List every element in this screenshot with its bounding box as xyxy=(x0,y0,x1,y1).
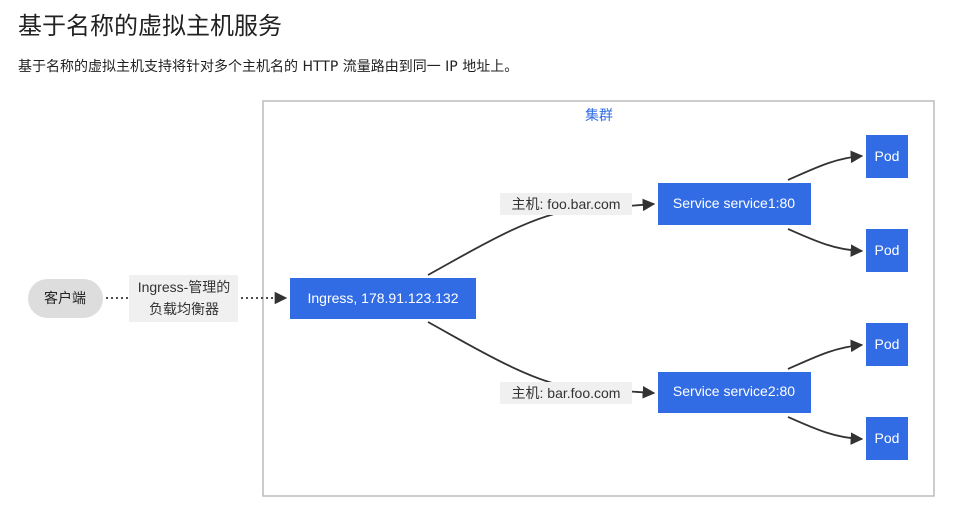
route2-label-bg xyxy=(500,382,632,404)
pod-label-2: Pod xyxy=(875,242,900,258)
route2-label: 主机: bar.foo.com xyxy=(512,385,621,401)
client-node xyxy=(28,279,103,318)
cluster-label: 集群 xyxy=(585,107,613,124)
pod-node-4 xyxy=(866,417,908,460)
service1-to-pod2-edge xyxy=(787,228,864,257)
lb-label-bg xyxy=(129,275,238,322)
service2-to-pod4-edge xyxy=(787,416,864,445)
pod-node-3 xyxy=(866,323,908,366)
ingress-label: Ingress, 178.91.123.132 xyxy=(307,290,458,306)
lb-label-line1: Ingress-管理的 xyxy=(138,279,231,295)
service2-node xyxy=(658,372,811,413)
service2-label: Service service2:80 xyxy=(673,383,795,399)
lb-label-line2: 负载均衡器 xyxy=(149,301,219,317)
pod-label-4: Pod xyxy=(875,430,900,446)
page-description: 基于名称的虚拟主机支持将针对多个主机名的 HTTP 流量路由到同一 IP 地址上… xyxy=(18,59,519,75)
client-label: 客户端 xyxy=(44,290,86,307)
service1-node xyxy=(658,183,811,225)
pod-label-1: Pod xyxy=(875,148,900,164)
route1-label-bg xyxy=(500,193,632,215)
pod-node-1 xyxy=(866,135,908,178)
service1-to-pod1-edge xyxy=(787,150,864,181)
service2-to-pod3-edge xyxy=(787,339,864,370)
pod-label-3: Pod xyxy=(875,336,900,352)
page-title: 基于名称的虚拟主机服务 xyxy=(18,12,282,40)
pod-node-2 xyxy=(866,229,908,272)
route1-label: 主机: foo.bar.com xyxy=(512,196,621,212)
ingress-node xyxy=(290,278,476,319)
service1-label: Service service1:80 xyxy=(673,195,795,211)
